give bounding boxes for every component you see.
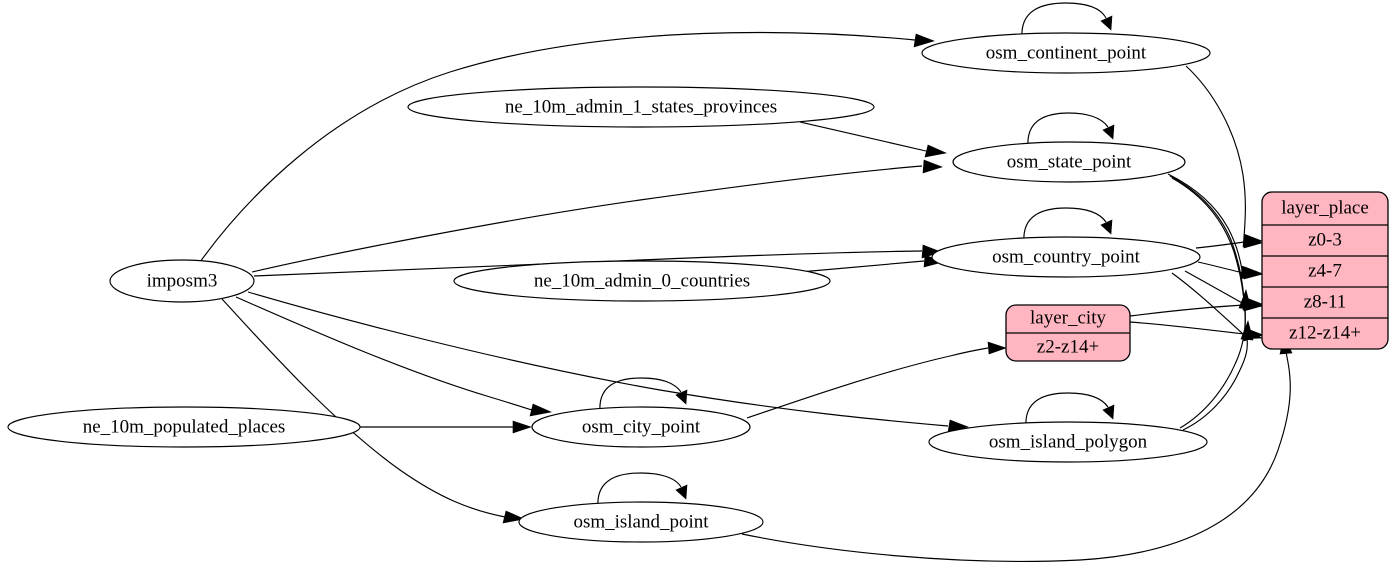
edge-osm_island_polygon-to-layer_place-z8-11 bbox=[1179, 289, 1252, 429]
edge-layer_city-to-layer_place-z12-z14+ bbox=[1129, 321, 1263, 341]
node-osm_country_point[interactable]: osm_country_point bbox=[931, 236, 1201, 278]
node-shape-imposm3[interactable] bbox=[109, 259, 255, 303]
node-label-ne_10m_admin_1_states_provinces: ne_10m_admin_1_states_provinces bbox=[505, 96, 777, 117]
record-row-layer_place-z4-7[interactable]: z4-7 bbox=[1308, 260, 1342, 281]
edge-selfloop-osm_state_point bbox=[1027, 112, 1115, 148]
node-label-ne_10m_populated_places: ne_10m_populated_places bbox=[83, 416, 286, 437]
edge-ne_10m_admin_1_states_provinces-to-osm_state_point bbox=[799, 121, 947, 158]
record-box-layer_place[interactable] bbox=[1261, 191, 1389, 350]
record-row-layer_city-z2-z14plus[interactable]: z2-z14+ bbox=[1037, 336, 1099, 357]
node-label-osm_island_point: osm_island_point bbox=[573, 511, 709, 532]
record-node-layer: layer_place z0-3 z4-7 z8-11 z12-z14+ lay… bbox=[1005, 191, 1389, 362]
node-osm_island_point[interactable]: osm_island_point bbox=[518, 501, 764, 543]
edge-ne_10m_admin_0_countries-to-osm_country_point bbox=[799, 254, 944, 273]
node-shape-osm_state_point[interactable] bbox=[952, 141, 1186, 183]
node-shape-ne_10m_admin_1_states_provinces[interactable] bbox=[407, 86, 875, 128]
record-node-layer_city[interactable]: layer_city z2-z14+ bbox=[1005, 304, 1131, 362]
node-shape-osm_island_point[interactable] bbox=[518, 501, 764, 543]
edge-osm_country_point-to-layer_place-z4-7 bbox=[1197, 261, 1264, 280]
node-label-osm_country_point: osm_country_point bbox=[992, 246, 1140, 267]
node-shape-ne_10m_populated_places[interactable] bbox=[7, 406, 361, 448]
node-layer: imposm3 ne_10m_admin_1_states_provinces … bbox=[7, 32, 1211, 543]
edge-selfloop-osm_island_polygon bbox=[1025, 392, 1115, 428]
node-label-osm_state_point: osm_state_point bbox=[1007, 151, 1132, 172]
edge-selfloop-osm_continent_point bbox=[1021, 2, 1113, 39]
node-shape-osm_city_point[interactable] bbox=[531, 406, 751, 448]
edge-osm_island_polygon-to-layer_place-z12-z14+ bbox=[1182, 320, 1254, 431]
node-label-osm_island_polygon: osm_island_polygon bbox=[989, 431, 1148, 452]
node-osm_continent_point[interactable]: osm_continent_point bbox=[921, 32, 1211, 74]
record-row-layer_place-z0-3[interactable]: z0-3 bbox=[1308, 229, 1342, 250]
record-header-layer_place: layer_place bbox=[1281, 197, 1369, 218]
node-shape-osm_continent_point[interactable] bbox=[921, 32, 1211, 74]
record-header-layer_city: layer_city bbox=[1030, 307, 1106, 328]
node-label-imposm3: imposm3 bbox=[147, 270, 218, 291]
edge-imposm3-to-osm_state_point bbox=[251, 159, 943, 273]
edge-layer_city-to-layer_place-z8-11 bbox=[1129, 298, 1263, 317]
edge-layer bbox=[199, 2, 1293, 562]
edge-selfloop-osm_island_point bbox=[597, 472, 688, 508]
edge-ne_10m_populated_places-to-osm_city_point bbox=[360, 420, 532, 434]
edge-imposm3-to-osm_city_point bbox=[235, 296, 552, 417]
node-imposm3[interactable]: imposm3 bbox=[109, 259, 255, 303]
record-row-layer_place-z8-11[interactable]: z8-11 bbox=[1304, 291, 1347, 312]
node-label-osm_city_point: osm_city_point bbox=[582, 416, 701, 437]
node-shape-osm_island_polygon[interactable] bbox=[928, 421, 1208, 463]
record-row-layer_place-z12-z14plus[interactable]: z12-z14+ bbox=[1289, 322, 1361, 343]
edge-osm_country_point-to-layer_place-z0-3 bbox=[1195, 235, 1263, 249]
node-osm_city_point[interactable]: osm_city_point bbox=[531, 406, 751, 448]
edge-osm_city_point-to-layer_city-z2-z14+ bbox=[746, 341, 1007, 419]
edge-selfloop-osm_city_point bbox=[599, 377, 688, 413]
edge-imposm3-to-osm_country_point bbox=[253, 244, 942, 277]
node-shape-ne_10m_admin_0_countries[interactable] bbox=[453, 260, 831, 302]
node-osm_state_point[interactable]: osm_state_point bbox=[952, 141, 1186, 183]
node-label-osm_continent_point: osm_continent_point bbox=[986, 42, 1147, 63]
node-ne_10m_admin_1_states_provinces[interactable]: ne_10m_admin_1_states_provinces bbox=[407, 86, 875, 128]
edge-selfloop-osm_country_point bbox=[1023, 207, 1113, 243]
node-ne_10m_admin_0_countries[interactable]: ne_10m_admin_0_countries bbox=[453, 260, 831, 302]
edge-osm_continent_point-to-layer_place-z0-3 bbox=[1185, 65, 1263, 248]
node-ne_10m_populated_places[interactable]: ne_10m_populated_places bbox=[7, 406, 361, 448]
node-shape-osm_country_point[interactable] bbox=[931, 236, 1201, 278]
node-osm_island_polygon[interactable]: osm_island_polygon bbox=[928, 421, 1208, 463]
record-node-layer_place[interactable]: layer_place z0-3 z4-7 z8-11 z12-z14+ bbox=[1261, 191, 1389, 350]
edge-imposm3-to-osm_island_point bbox=[221, 298, 525, 524]
edge-imposm3-to-osm_continent_point bbox=[199, 31, 935, 263]
node-label-ne_10m_admin_0_countries: ne_10m_admin_0_countries bbox=[534, 270, 750, 291]
